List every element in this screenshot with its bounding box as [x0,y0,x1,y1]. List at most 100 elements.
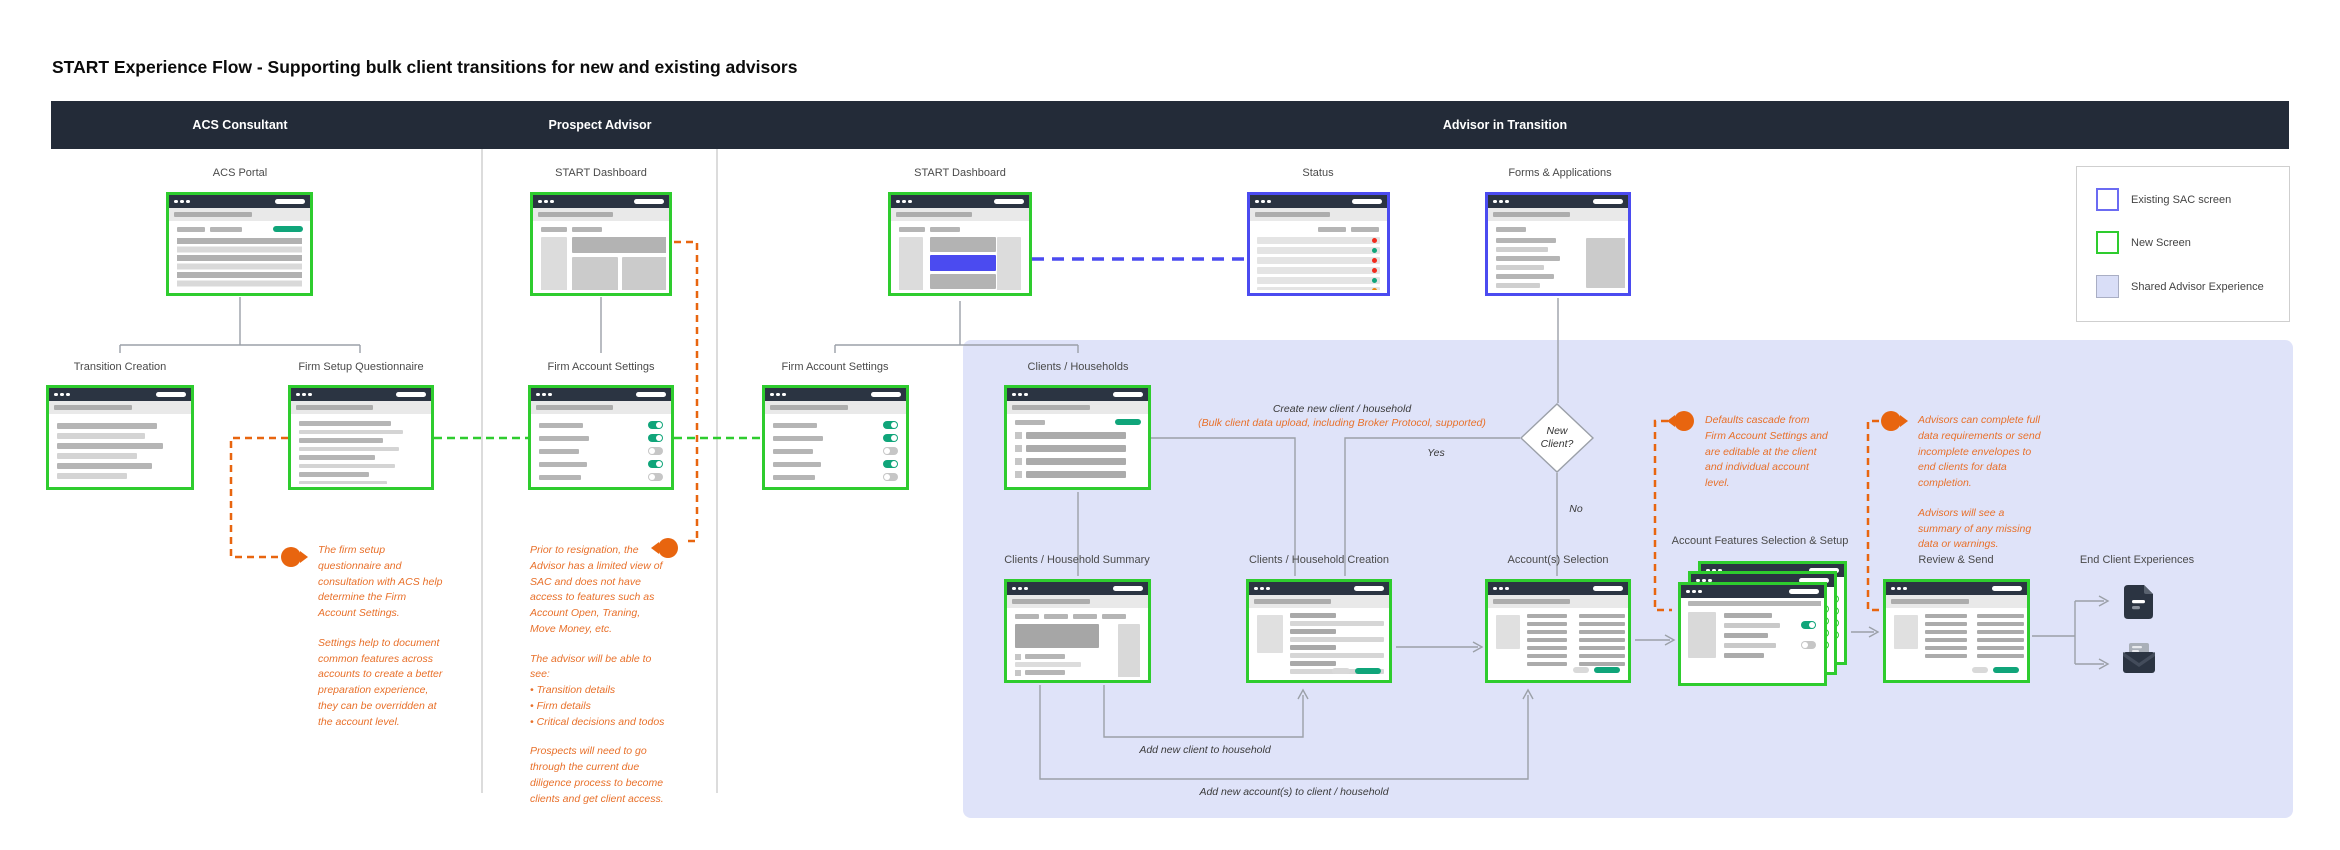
mock-breadcrumb [1488,595,1628,608]
legend-swatch-existing-sac [2096,188,2119,211]
screen-clients-households [1004,385,1151,490]
label-accounts-selection: Account(s) Selection [1507,554,1609,566]
wireframe-content [534,417,668,484]
screen-start-dashboard-advisor [888,192,1032,296]
screen-firm-account-settings-prospect [528,385,674,490]
annotation-marker-icon [281,547,308,567]
swimlane-header-bar: ACS Consultant Prospect Advisor Advisor … [51,101,2289,149]
legend: Existing SAC screen New Screen Shared Ad… [2076,166,2290,322]
annotation-defaults-cascade: Defaults cascade from Firm Account Setti… [1705,414,1828,489]
screen-review-send [1883,579,2030,683]
window-dots-icon [1255,199,1271,203]
mock-titlebar [1681,585,1824,598]
label-firm-account-settings-advisor: Firm Account Settings [781,361,889,373]
window-dots-icon [770,392,786,396]
window-dots-icon [1706,568,1722,572]
wireframe-content [1010,417,1145,484]
mock-breadcrumb [169,208,310,221]
wireframe-content [172,224,307,290]
wireframe-content [894,224,1026,290]
wireframe-content [1491,611,1625,677]
screen-transition-creation [46,385,194,490]
mock-breadcrumb [531,401,671,414]
mock-titlebar [1488,582,1628,595]
mock-breadcrumb [1250,208,1387,221]
window-dots-icon [1891,586,1907,590]
page-title: START Experience Flow - Supporting bulk … [52,57,798,77]
mock-breadcrumb [291,401,431,414]
mock-breadcrumb [1249,595,1389,608]
create-new-client-label: Create new client / household [1272,403,1412,415]
envelope-icon [2123,643,2155,673]
screen-account-features-front [1678,582,1827,686]
add-client-label: Add new client to household [1139,744,1271,756]
toggle-off [883,473,898,481]
mock-breadcrumb [1488,208,1628,221]
mock-breadcrumb [49,401,191,414]
legend-label-existing-sac: Existing SAC screen [2131,194,2232,206]
mock-breadcrumb [1886,595,2027,608]
mock-titlebar [1886,582,2027,595]
mock-breadcrumb [765,401,906,414]
window-dots-icon [1493,199,1509,203]
label-clients-household-summary: Clients / Household Summary [1004,554,1150,566]
mock-breadcrumb [1007,595,1148,608]
annotation-marker-icon [651,538,678,558]
screen-clients-household-creation [1246,579,1392,683]
label-review-send: Review & Send [1918,554,1994,566]
annotation-complete-data: Advisors can complete full data requirem… [1918,414,2041,551]
window-dots-icon [1696,578,1712,582]
lane-advisor-in-transition: Advisor in Transition [1442,118,1568,132]
annotation-marker-icon [1881,411,1908,431]
label-clients-household-creation: Clients / Household Creation [1248,554,1390,566]
wireframe-content [1684,598,1821,680]
toggle-on [883,460,898,468]
screen-accounts-selection [1485,579,1631,683]
toggle-on [883,421,898,429]
toggle-off [648,447,663,455]
wireframe-content [768,417,903,484]
mock-titlebar [891,195,1029,208]
decision-diamond [1519,403,1595,473]
add-accounts-label: Add new account(s) to client / household [1199,786,1389,798]
toggle-on [648,421,663,429]
toggle-on [648,434,663,442]
mock-titlebar [1250,195,1387,208]
screen-forms-applications [1485,192,1631,296]
mock-breadcrumb [533,208,669,221]
label-status: Status [1302,167,1334,179]
toggle-on [648,460,663,468]
wireframe-content [52,417,188,484]
mock-titlebar [765,388,906,401]
label-account-features: Account Features Selection & Setup [1671,535,1849,547]
screen-start-dashboard-prospect [530,192,672,296]
label-start-dashboard-advisor: START Dashboard [914,167,1006,179]
label-forms-applications: Forms & Applications [1508,167,1612,179]
legend-label-new-screen: New Screen [2131,237,2191,249]
highlighted-nav-item [930,255,996,271]
lane-separator-2 [716,149,718,793]
lane-acs-consultant: ACS Consultant [192,118,288,132]
toggle-off [883,447,898,455]
window-dots-icon [1493,586,1509,590]
mock-titlebar [169,195,310,208]
toggle-off [648,473,663,481]
wireframe-content [1253,224,1384,290]
window-dots-icon [1686,589,1702,593]
mock-titlebar [533,195,669,208]
wireframe-content [1252,611,1386,677]
window-dots-icon [54,392,70,396]
label-end-client-experiences: End Client Experiences [2079,554,2195,566]
window-dots-icon [896,199,912,203]
mock-titlebar [1488,195,1628,208]
annotation-firm-setup: The firm setup questionnaire and consult… [318,544,443,728]
label-firm-setup-questionnaire: Firm Setup Questionnaire [298,361,424,373]
window-dots-icon [174,199,190,203]
window-dots-icon [1254,586,1270,590]
wireframe-content [536,224,666,290]
toggle-on [883,434,898,442]
wireframe-content [294,417,428,484]
